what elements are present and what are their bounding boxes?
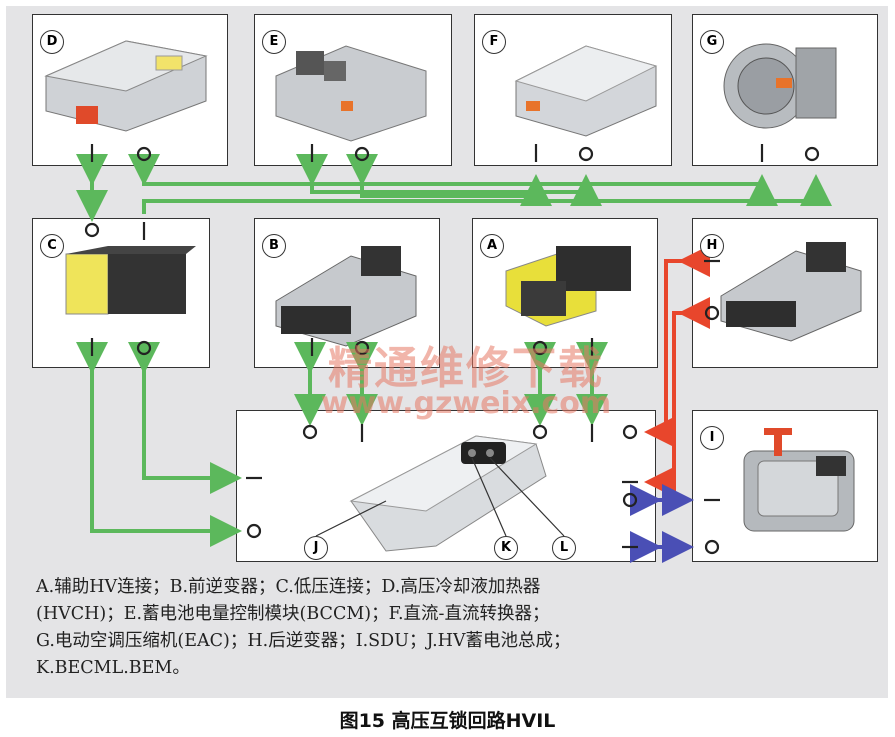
caption-line-4: K.BECML.BEM。: [36, 658, 190, 678]
label-c: C: [40, 234, 64, 258]
connector-symbols: [84, 144, 820, 555]
pointer-line-k: [471, 457, 507, 537]
device-h-image: [720, 242, 862, 342]
figure-title: 图15 高压互锁回路HVIL: [339, 710, 556, 732]
device-d-image: [44, 40, 208, 132]
label-j: J: [304, 536, 328, 560]
device-f-image: [514, 45, 658, 137]
watermark-url: www.gzweix.com: [320, 386, 612, 421]
caption-line-3: G.电动空调压缩机(EAC)；H.后逆变器；I.SDU；J.HV蓄电池总成；: [36, 631, 571, 651]
label-l: L: [552, 536, 576, 560]
pointer-line-l: [489, 457, 565, 537]
device-c-image: [65, 246, 196, 315]
watermark-text: 精通维修下载: [328, 343, 604, 394]
label-k: K: [494, 536, 518, 560]
caption-line-1: A.辅助HV连接；B.前逆变器；C.低压连接；D.高压冷却液加热器: [36, 577, 541, 597]
device-b-image: [275, 246, 417, 347]
label-f: F: [482, 30, 506, 54]
pointer-line-j: [315, 500, 387, 537]
label-b: B: [262, 234, 286, 258]
device-a-image: [505, 246, 631, 327]
label-i: I: [700, 426, 724, 450]
device-e-image: [275, 45, 427, 142]
diagram-panel: D E F G C B A H I J K L 精通维修下载 www.gzwei…: [6, 6, 888, 698]
label-g: G: [700, 30, 724, 54]
caption-line-2: (HVCH)；E.蓄电池电量控制模块(BCCM)；F.直流-直流转换器；: [36, 604, 550, 624]
blue-wiring: [630, 484, 694, 563]
wiring-layer: [44, 40, 862, 563]
label-e: E: [262, 30, 286, 54]
label-d: D: [40, 30, 64, 54]
green-wiring: [76, 154, 832, 547]
legend-caption: A.辅助HV连接；B.前逆变器；C.低压连接；D.高压冷却液加热器 (HVCH)…: [36, 574, 876, 682]
label-h: H: [700, 234, 724, 258]
device-j-image: [349, 435, 547, 552]
red-wiring: [644, 245, 710, 498]
device-g-image: [723, 43, 837, 129]
device-i-image: [743, 428, 855, 532]
label-a: A: [480, 234, 504, 258]
